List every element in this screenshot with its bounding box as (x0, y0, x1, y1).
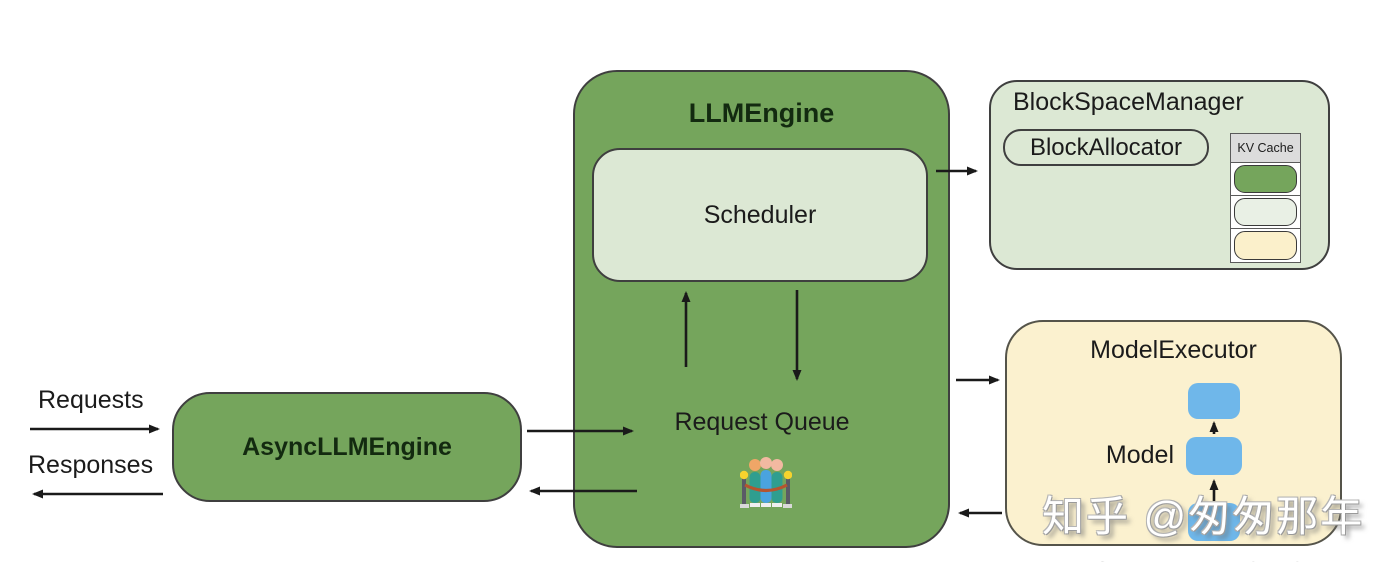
kv-cache-cell-fill (1234, 198, 1297, 226)
block-allocator-label: BlockAllocator (1029, 133, 1183, 161)
model-block (1188, 503, 1240, 541)
kv-cache-table: KV Cache (1230, 133, 1301, 263)
kv-cache-cell (1231, 196, 1300, 229)
model-executor-box (1005, 320, 1342, 546)
people-queue-icon (740, 457, 792, 508)
kv-cache-cell-fill (1234, 231, 1297, 260)
requests-label: Requests (38, 386, 144, 414)
model-block (1186, 437, 1242, 475)
kv-cache-cell (1231, 229, 1300, 262)
scheduler-label: Scheduler (703, 200, 817, 229)
zhihu-watermark-partial: 知乎 @匆匆那年 (1095, 549, 1365, 562)
model-label: Model (1105, 441, 1174, 469)
responses-label: Responses (28, 451, 154, 479)
block-space-manager-title: BlockSpaceManager (1013, 88, 1244, 116)
request-queue-label: Request Queue (674, 408, 850, 436)
scheduler-box: Scheduler (592, 148, 928, 282)
llm-engine-title: LLMEngine (688, 98, 835, 128)
block-allocator-pill: BlockAllocator (1003, 129, 1209, 166)
model-executor-title: ModelExecutor (1090, 336, 1257, 364)
kv-cache-header: KV Cache (1231, 134, 1300, 163)
zhihu-watermark: 知乎 @匆匆那年 (1042, 493, 1365, 540)
kv-cache-cell-fill (1234, 165, 1297, 193)
model-block (1188, 383, 1240, 419)
kv-cache-cell (1231, 163, 1300, 196)
async-llm-engine-title: AsyncLLMEngine (242, 432, 452, 461)
async-llm-engine-box: AsyncLLMEngine (172, 392, 522, 502)
